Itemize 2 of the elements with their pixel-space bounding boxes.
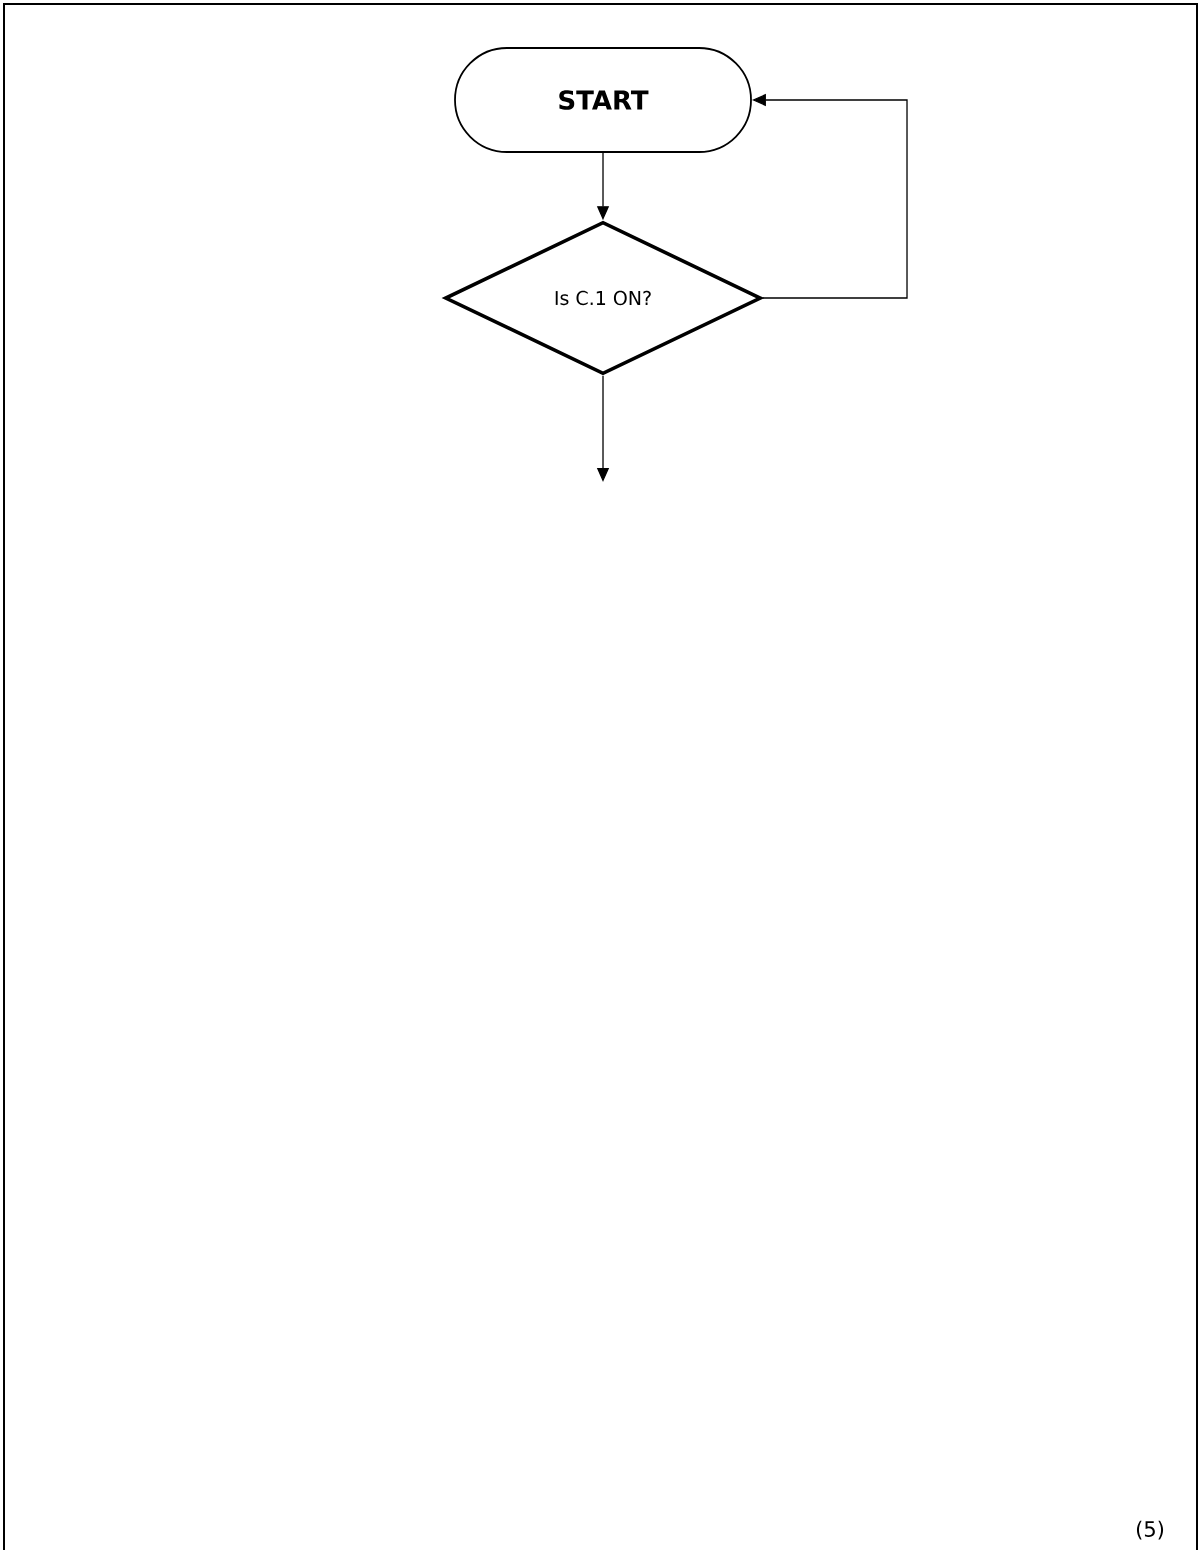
mark-label: (5) — [1136, 1520, 1164, 1540]
start-terminal: START — [454, 47, 752, 153]
